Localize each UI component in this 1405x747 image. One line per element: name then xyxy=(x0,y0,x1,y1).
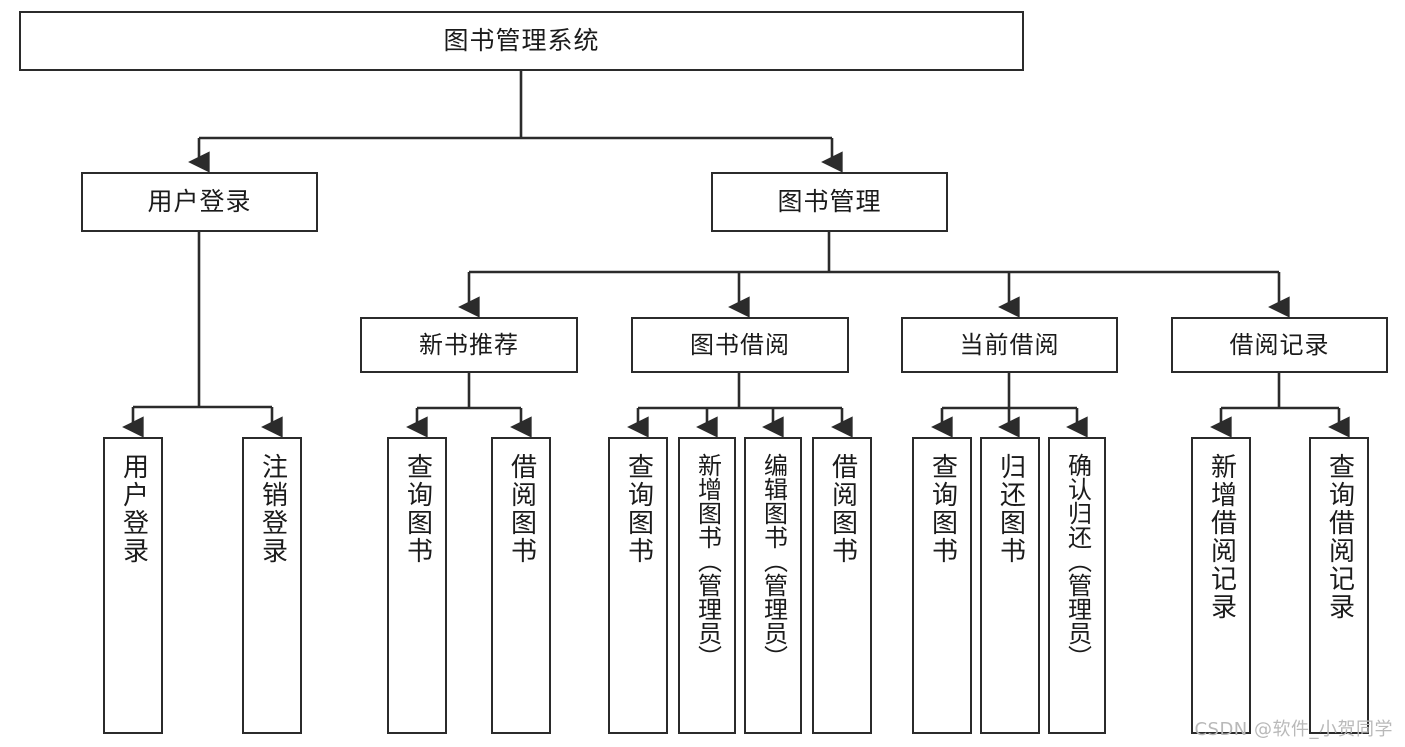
node-leaf-add-book-admin[interactable]: 新增图书（管理员） xyxy=(678,437,736,734)
node-leaf-borrow-book-borrowing[interactable]: 借阅图书 xyxy=(812,437,872,734)
node-label: 编辑图书（管理员） xyxy=(759,453,788,669)
node-root-book-management-system[interactable]: 图书管理系统 xyxy=(19,11,1024,71)
node-new-book-recommendation[interactable]: 新书推荐 xyxy=(360,317,578,373)
node-book-borrowing[interactable]: 图书借阅 xyxy=(631,317,849,373)
node-leaf-query-book-recommendation[interactable]: 查询图书 xyxy=(387,437,447,734)
node-leaf-edit-book-admin[interactable]: 编辑图书（管理员） xyxy=(744,437,802,734)
node-leaf-return-book[interactable]: 归还图书 xyxy=(980,437,1040,734)
node-label: 借阅记录 xyxy=(1229,330,1330,359)
node-label: 图书管理 xyxy=(777,187,882,217)
node-current-borrowing[interactable]: 当前借阅 xyxy=(901,317,1118,373)
node-book-management[interactable]: 图书管理 xyxy=(711,172,948,232)
node-leaf-borrow-book-recommendation[interactable]: 借阅图书 xyxy=(491,437,551,734)
node-label: 确认归还（管理员） xyxy=(1063,453,1092,669)
csdn-watermark: CSDN @软件_小贺同学 xyxy=(1194,719,1393,740)
node-borrowing-record[interactable]: 借阅记录 xyxy=(1171,317,1388,373)
node-user-login[interactable]: 用户登录 xyxy=(81,172,318,232)
node-label: 归还图书 xyxy=(995,453,1026,565)
node-label: 图书借阅 xyxy=(690,330,790,359)
node-leaf-add-borrow-record[interactable]: 新增借阅记录 xyxy=(1191,437,1251,734)
node-label: 用户登录 xyxy=(147,187,252,217)
node-label: 注销登录 xyxy=(257,453,288,565)
node-label: 用户登录 xyxy=(118,453,149,565)
node-label: 当前借阅 xyxy=(959,330,1060,359)
node-label: 借阅图书 xyxy=(506,453,537,565)
node-label: 借阅图书 xyxy=(827,453,858,565)
node-leaf-query-book-current[interactable]: 查询图书 xyxy=(912,437,972,734)
node-label: 新增图书（管理员） xyxy=(693,453,722,669)
node-label: 新书推荐 xyxy=(419,330,519,359)
node-leaf-user-logout[interactable]: 注销登录 xyxy=(242,437,302,734)
node-label: 图书管理系统 xyxy=(443,26,600,56)
node-label: 查询借阅记录 xyxy=(1324,453,1355,621)
node-leaf-confirm-return-admin[interactable]: 确认归还（管理员） xyxy=(1048,437,1106,734)
node-label: 查询图书 xyxy=(623,453,654,565)
node-leaf-user-login[interactable]: 用户登录 xyxy=(103,437,163,734)
node-leaf-query-borrow-record[interactable]: 查询借阅记录 xyxy=(1309,437,1369,734)
node-label: 新增借阅记录 xyxy=(1206,453,1237,621)
node-label: 查询图书 xyxy=(927,453,958,565)
node-leaf-query-book-borrowing[interactable]: 查询图书 xyxy=(608,437,668,734)
node-label: 查询图书 xyxy=(402,453,433,565)
